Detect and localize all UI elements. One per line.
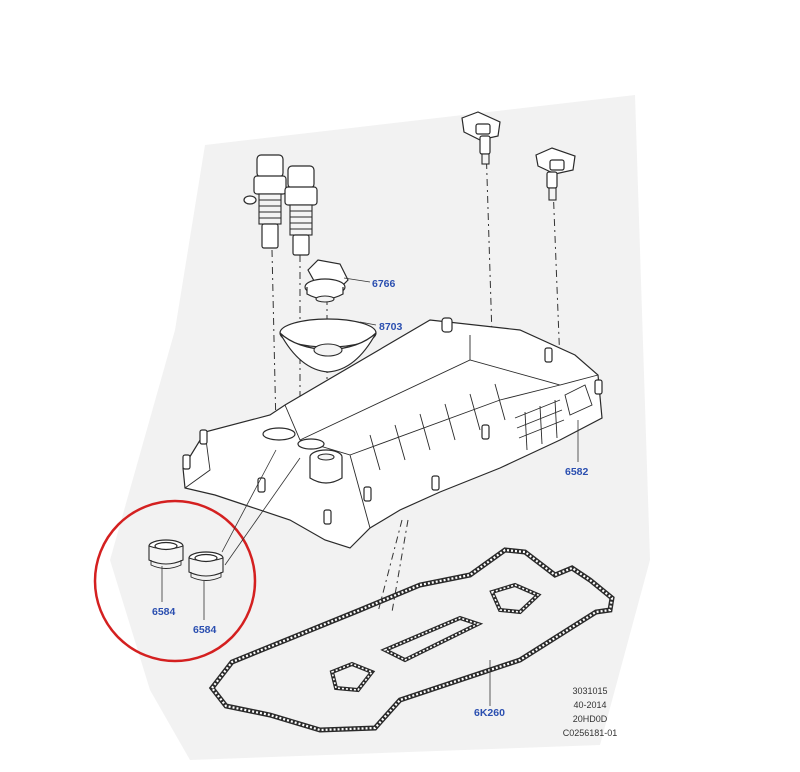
solenoid-valve-1 [243, 154, 287, 249]
solenoid-valve-2 [284, 165, 318, 256]
callout-gasket: 6K260 [474, 707, 505, 719]
reference-line-4: C0256181-01 [563, 728, 618, 738]
callout-seal-left: 6584 [152, 606, 176, 618]
callout-funnel-seal: 8703 [379, 321, 403, 333]
seal-ring-left [148, 539, 184, 569]
reference-line-2: 40-2014 [573, 700, 606, 710]
gasket-inner-seal-1 [489, 582, 542, 615]
position-sensor-2 [535, 147, 576, 201]
position-sensor-1 [461, 111, 501, 165]
gasket-inner-seal-2 [380, 615, 484, 663]
funnel-seal [279, 318, 377, 373]
reference-line-1: 3031015 [572, 686, 607, 696]
cover-ports [262, 427, 343, 484]
cover-gasket [208, 547, 615, 733]
gasket-inner-seal-3 [329, 661, 376, 693]
callout-leaders [161, 277, 579, 706]
cover-ribs [369, 383, 506, 471]
reference-line-3: 20HD0D [573, 714, 608, 724]
cover-bolts [182, 317, 603, 525]
reference-block: 3031015 40-2014 20HD0D C0256181-01 [563, 686, 618, 738]
callout-oil-filler-cap: 6766 [372, 278, 396, 290]
cover-grid [514, 384, 593, 451]
oil-filler-cap [304, 259, 349, 303]
seal-highlight [93, 449, 301, 663]
highlight-circle [93, 499, 257, 663]
callout-seal-right: 6584 [193, 624, 217, 636]
callout-cover: 6582 [565, 466, 589, 478]
seal-ring-right [188, 551, 224, 581]
camshaft-cover [182, 317, 603, 549]
